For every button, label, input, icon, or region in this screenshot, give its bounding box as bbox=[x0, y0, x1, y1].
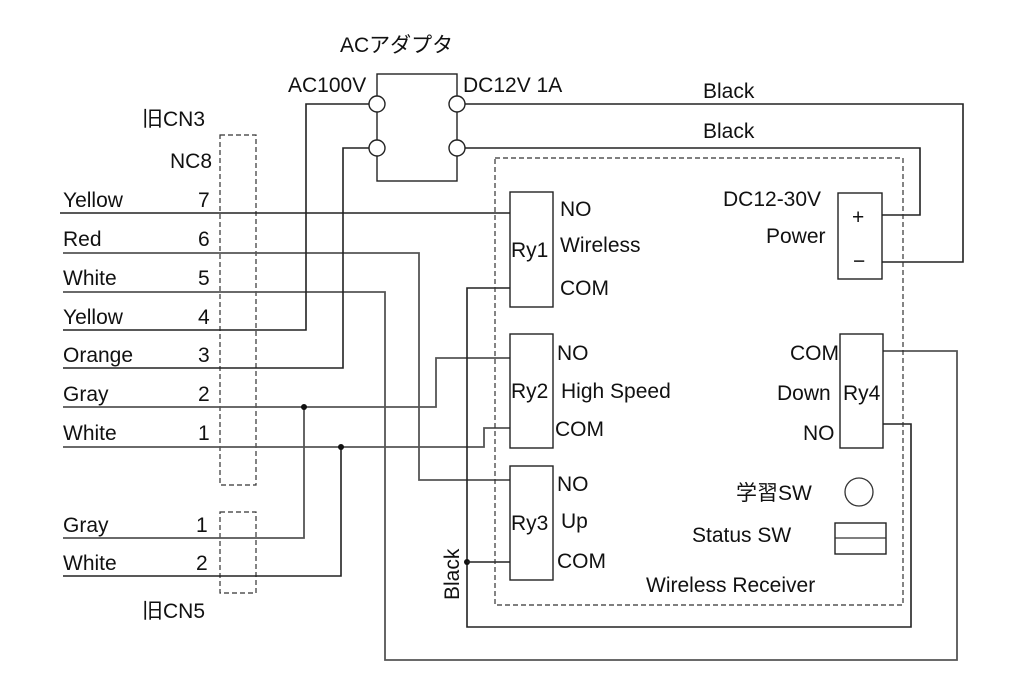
cn3-label: 旧CN3 bbox=[142, 108, 205, 131]
wire-cn5-pin1 bbox=[63, 407, 305, 539]
cn5-pin-number: 1 bbox=[196, 514, 208, 537]
wire-pin3 bbox=[63, 147, 369, 369]
cn5-pin-color: White bbox=[63, 552, 117, 575]
relay-bottom-terminal: COM bbox=[555, 418, 604, 441]
cn3-pin-color: White bbox=[63, 267, 117, 290]
wire-cn5-pin2 bbox=[63, 447, 342, 577]
cn3-pin-number: 1 bbox=[198, 422, 210, 445]
relay-bottom-terminal: NO bbox=[803, 422, 835, 445]
cn3-pin-number: 3 bbox=[198, 344, 210, 367]
wire-black-minus bbox=[465, 103, 964, 263]
wire-black-common bbox=[466, 287, 912, 628]
cn5-label: 旧CN5 bbox=[142, 600, 205, 623]
relay-id: Ry2 bbox=[511, 380, 548, 403]
learn-switch-icon bbox=[844, 477, 874, 507]
cn5-pin-number: 2 bbox=[196, 552, 208, 575]
cn3-nc-label: NC8 bbox=[170, 150, 212, 173]
learn-switch-label: 学習SW bbox=[736, 482, 812, 505]
relay-top-terminal: NO bbox=[557, 342, 589, 365]
cn3-pin-number: 4 bbox=[198, 306, 210, 329]
relay-top-terminal: NO bbox=[557, 473, 589, 496]
relay-id: Ry1 bbox=[511, 239, 548, 262]
relay-function: Wireless bbox=[560, 234, 641, 257]
wireless-receiver bbox=[494, 157, 904, 606]
relay-ry2 bbox=[509, 333, 554, 449]
cn3-pin-color: Orange bbox=[63, 344, 133, 367]
cn3-pin-number: 6 bbox=[198, 228, 210, 251]
adapter-terminal-ac1 bbox=[368, 95, 386, 113]
cn3-pin-color: Yellow bbox=[63, 306, 124, 329]
relay-function: Up bbox=[561, 510, 588, 533]
black-wire-label: Black bbox=[441, 548, 464, 600]
adapter-terminal-ac2 bbox=[368, 139, 386, 157]
cn3-pin-number: 7 bbox=[198, 189, 210, 212]
relay-top-terminal: COM bbox=[790, 342, 839, 365]
ac-adapter: AC100V DC12V 1A bbox=[288, 73, 562, 182]
power-label: Power bbox=[766, 225, 826, 248]
relay-bottom-terminal: COM bbox=[557, 550, 606, 573]
cn3-connector bbox=[219, 134, 257, 486]
adapter-terminal-dc2 bbox=[448, 139, 466, 157]
adapter-terminal-dc1 bbox=[448, 95, 466, 113]
cn3-pin-color: Red bbox=[63, 228, 102, 251]
cn3-pin-color: Gray bbox=[63, 383, 109, 406]
wire-pin5 bbox=[63, 291, 958, 661]
wire-black-plus bbox=[465, 147, 921, 216]
relay-ry4 bbox=[839, 333, 884, 449]
receiver-label: Wireless Receiver bbox=[646, 574, 815, 597]
wire-pin6 bbox=[63, 252, 512, 481]
junction-dot bbox=[338, 444, 344, 450]
adapter-body bbox=[376, 73, 458, 182]
relay-id: Ry3 bbox=[511, 512, 548, 535]
adapter-input-label: AC100V bbox=[288, 74, 366, 97]
power-minus: − bbox=[853, 250, 865, 273]
adapter-output-label: DC12V 1A bbox=[463, 74, 562, 97]
wire-pin4 bbox=[63, 103, 369, 331]
wire-label-black-1: Black bbox=[703, 80, 755, 103]
wire-pin2 bbox=[63, 357, 512, 408]
wire-label-black-2: Black bbox=[703, 120, 755, 143]
power-terminal bbox=[837, 192, 883, 280]
cn3-pin-number: 2 bbox=[198, 383, 210, 406]
junction-dot bbox=[301, 404, 307, 410]
cn5-pin-color: Gray bbox=[63, 514, 109, 537]
cn3-pin-number: 5 bbox=[198, 267, 210, 290]
relay-ry1 bbox=[509, 191, 554, 308]
relay-top-terminal: NO bbox=[560, 198, 592, 221]
status-switch-label: Status SW bbox=[692, 524, 791, 547]
wire-pin1 bbox=[63, 427, 512, 448]
relay-function: High Speed bbox=[561, 380, 671, 403]
relay-id: Ry4 bbox=[843, 382, 881, 405]
relay-bottom-terminal: COM bbox=[560, 277, 609, 300]
relay-ry3 bbox=[509, 465, 554, 581]
cn3-pin-color: White bbox=[63, 422, 117, 445]
relay-function: Down bbox=[777, 382, 831, 405]
cn3-pin-color: Yellow bbox=[63, 189, 124, 212]
diagram-title: ACアダプタ bbox=[340, 34, 453, 57]
cn3-pin-rows: Yellow 7 Red 6 White 5 Yellow 4 Orange 3… bbox=[63, 189, 210, 445]
power-voltage-label: DC12-30V bbox=[723, 188, 821, 211]
power-plus: + bbox=[852, 206, 864, 229]
cn5-connector bbox=[219, 511, 257, 594]
